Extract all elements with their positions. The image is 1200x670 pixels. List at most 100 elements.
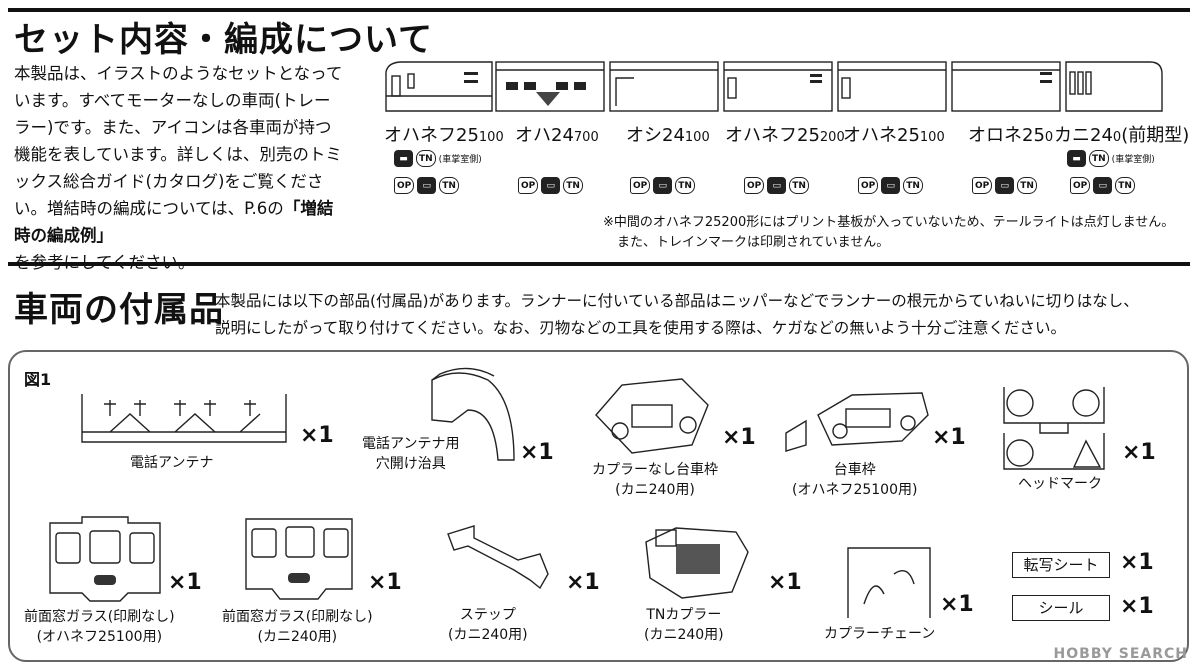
tn-coupler-icon: TN (439, 177, 459, 194)
tn-coupler-icon: TN (789, 177, 809, 194)
tn-coupler-icon: TN (675, 177, 695, 194)
bogie-no-coupler-drawing (595, 378, 709, 454)
car-5-icons: OP▭TN (858, 177, 923, 194)
light-icon: ▬ (394, 150, 413, 167)
car-label-5: オハネ25100 (843, 125, 945, 146)
label-coupler-chain: カプラーチェーン (824, 626, 936, 642)
qty-front-glass-kani: ×1 (368, 570, 402, 595)
tn-coupler-icon: TN (1089, 150, 1109, 167)
op-icon: OP (1070, 177, 1091, 194)
car-body-3 (609, 61, 719, 112)
light-icon: ▬ (1067, 150, 1086, 167)
car-3-icons: OP▭TN (630, 177, 695, 194)
op-icon: OP (630, 177, 651, 194)
label-front-glass-kani: 前面窓ガラス(印刷なし)(カニ240用) (222, 609, 373, 645)
car-1-cab-icons: ▬ TN (車掌室側) (394, 150, 482, 167)
tn-coupler-icon: TN (1115, 177, 1135, 194)
car-6-icons: OP▭TN (972, 177, 1037, 194)
drill-jig-drawing (431, 367, 515, 461)
op-icon: OP (518, 177, 539, 194)
desc-line: います。すべてモーターなしの車両(トレー (14, 91, 331, 110)
qty-sticker: ×1 (1120, 594, 1154, 619)
car-1-icons: OP▭TN (394, 177, 459, 194)
label-drill-jig: 電話アンテナ用穴開け治具 (362, 436, 460, 472)
qty-coupler-chain: ×1 (940, 592, 974, 617)
room-light-icon: ▭ (881, 177, 901, 194)
qty-bogie-no-coupler: ×1 (722, 425, 756, 450)
op-icon: OP (744, 177, 765, 194)
car-4-icons: OP▭TN (744, 177, 809, 194)
front-glass-kani-drawing (245, 518, 353, 600)
label-headmark: ヘッドマーク (1018, 476, 1102, 492)
qty-step: ×1 (566, 570, 600, 595)
desc-line: 本製品は、イラストのようなセットとなって (14, 64, 343, 83)
qty-decal-sheet: ×1 (1120, 550, 1154, 575)
car-7-cab-icons: ▬ TN (車掌室側) (1067, 150, 1155, 167)
op-icon: OP (394, 177, 415, 194)
label-bogie-no-coupler: カプラーなし台車枠(カニ240用) (592, 462, 718, 498)
room-light-icon: ▭ (995, 177, 1015, 194)
desc-line: い。増結時の編成については、P.6の (14, 199, 284, 218)
desc-bold-ref: 「増結時の編成例」 (14, 199, 334, 245)
label-front-glass-ohanefu: 前面窓ガラス(印刷なし)(オハネフ25100用) (24, 609, 175, 645)
desc-line: ックス総合ガイド(カタログ)をご覧くださ (14, 172, 324, 191)
car-label-3: オシ24100 (626, 125, 710, 146)
set-description: 本製品は、イラストのようなセットとなって います。すべてモーターなしの車両(トレ… (14, 60, 344, 276)
room-light-icon: ▭ (653, 177, 673, 194)
tn-coupler-icon: TN (1017, 177, 1037, 194)
sticker-box: シール (1012, 595, 1110, 621)
top-rule (8, 8, 1190, 12)
label-antenna: 電話アンテナ (130, 455, 214, 471)
section-title-accessories: 車両の付属品 (14, 290, 224, 330)
tn-coupler-drawing (645, 527, 749, 599)
room-light-icon: ▭ (417, 177, 437, 194)
accessories-description: 本製品には以下の部品(付属品)があります。ランナーに付いている部品はニッパーなど… (215, 292, 1139, 337)
figure-1-box (8, 350, 1189, 662)
label-step: ステップ(カニ240用) (448, 607, 528, 643)
car-body-6 (951, 61, 1061, 112)
headmark-drawing (1003, 387, 1105, 470)
room-light-icon: ▭ (1093, 177, 1113, 194)
qty-antenna: ×1 (300, 423, 334, 448)
bogie-frame-drawing (785, 392, 929, 452)
figure-label: 図1 (24, 370, 52, 389)
tn-coupler-icon: TN (903, 177, 923, 194)
car-body-1 (385, 61, 493, 112)
room-light-icon: ▭ (767, 177, 787, 194)
car-label-6: オロネ250 (968, 125, 1054, 146)
tn-coupler-icon: TN (563, 177, 583, 194)
op-icon: OP (972, 177, 993, 194)
taillight-note: ※中間のオハネフ25200形にはプリント基板が入っていないため、テールライトは点… (603, 215, 1175, 250)
qty-tn-coupler: ×1 (768, 570, 802, 595)
car-7-icons: OP▭TN (1070, 177, 1135, 194)
step-drawing (447, 525, 549, 590)
label-tn-coupler: TNカプラー(カニ240用) (644, 607, 724, 643)
antenna-runner-drawing (81, 394, 287, 443)
room-light-icon: ▭ (541, 177, 561, 194)
front-glass-ohanefu-drawing (49, 516, 161, 602)
section-title-set: セット内容・編成について (14, 20, 433, 60)
car-body-7 (1065, 61, 1163, 112)
train-illustration (385, 61, 1163, 112)
car-label-4: オハネフ25200 (725, 125, 845, 146)
car-body-2 (495, 61, 605, 112)
car-label-2: オハ24700 (515, 125, 599, 146)
car-label-1: オハネフ25100 (384, 125, 504, 146)
desc-line: ラー)です。また、アイコンは各車両が持つ (14, 118, 332, 137)
qty-headmark: ×1 (1122, 440, 1156, 465)
decal-sheet-box: 転写シート (1012, 552, 1110, 578)
desc-line: 機能を表しています。詳しくは、別売のトミ (14, 145, 342, 164)
qty-bogie-frame: ×1 (932, 425, 966, 450)
label-bogie-frame: 台車枠(オハネフ25100用) (792, 462, 918, 498)
op-icon: OP (858, 177, 879, 194)
middle-rule (8, 262, 1190, 266)
qty-drill-jig: ×1 (520, 440, 554, 465)
car-2-icons: OP▭TN (518, 177, 583, 194)
car-label-7: カニ240(前期型) (1054, 125, 1190, 146)
car-body-5 (837, 61, 947, 112)
coupler-chain-drawing (847, 547, 931, 618)
car-body-4 (723, 61, 833, 112)
watermark: HOBBY SEARCH (1053, 646, 1188, 662)
qty-front-glass-ohanefu: ×1 (168, 570, 202, 595)
tn-coupler-icon: TN (416, 150, 436, 167)
